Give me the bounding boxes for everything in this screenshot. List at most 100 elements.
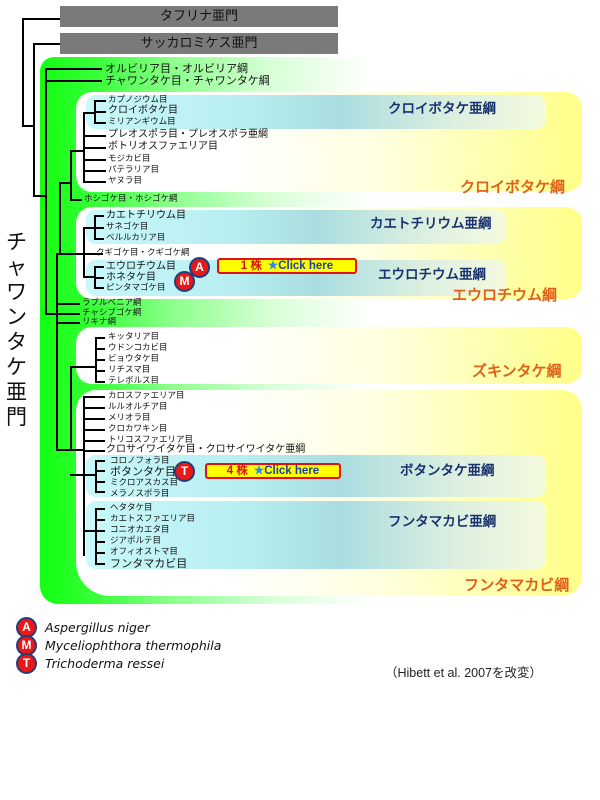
order-label: クロカワキン目 <box>108 424 168 434</box>
order-label: エウロチウム目 <box>106 261 176 272</box>
order-label: ホネタケ目 <box>106 272 156 283</box>
order-label: ボトリオスファエリア目 <box>108 141 218 152</box>
order-label: モジカビ目 <box>108 154 151 164</box>
tree-line <box>70 199 82 201</box>
legend-species: Trichoderma ressei <box>45 655 165 671</box>
phylum-char: ン <box>6 305 27 329</box>
outgroup-taphrinomycotina: タフリナ亜門 <box>60 6 338 27</box>
tree-line <box>83 227 85 277</box>
star-icon: ★ <box>253 465 265 477</box>
tree-line <box>95 348 105 350</box>
tree-line <box>94 215 104 217</box>
legend-species: Aspergillus niger <box>45 619 150 635</box>
order-label: ジアポルテ目 <box>110 536 162 546</box>
tree-line <box>95 381 105 383</box>
badge-myceliophthora: M <box>174 271 195 292</box>
tree-line <box>94 100 106 102</box>
phylum-label: チ ャ ワ ン タ ケ 亜 門 <box>6 230 27 430</box>
tree-line <box>94 238 104 240</box>
order-label: カエトスファエリア目 <box>110 514 196 524</box>
strain-count: 1 株 <box>240 260 262 272</box>
tree-line <box>83 135 106 137</box>
tree-line <box>83 181 106 183</box>
badge-aspergillus: A <box>189 257 210 278</box>
lecanoromycetes-label: チャシブゴケ綱 <box>82 308 142 318</box>
tree-line <box>95 508 97 564</box>
legend-item: M Myceliophthora thermophila <box>16 634 222 656</box>
order-label: コロノフォラ目 <box>110 456 170 466</box>
legend: A Aspergillus niger M Myceliophthora the… <box>16 616 222 674</box>
badge-trichoderma: T <box>174 461 195 482</box>
order-label: リチスマ目 <box>108 365 151 375</box>
tree-line <box>83 147 106 149</box>
star-icon: ★ <box>267 260 279 272</box>
tree-line <box>83 253 103 255</box>
tree-line <box>95 552 105 554</box>
tree-line <box>33 43 60 45</box>
dothideomycetidae-title: クロイボタケ亜綱 <box>388 101 496 117</box>
tree-line <box>83 112 95 114</box>
legend-species: Myceliophthora thermophila <box>45 637 222 653</box>
tree-line <box>83 227 95 229</box>
order-label: ヘタタケ目 <box>110 503 153 513</box>
sordariomycetes-click-here-link[interactable]: 4 株★Click here <box>205 463 341 479</box>
sordariomycetes-title: フンタマカビ綱 <box>464 576 570 594</box>
phylum-char: タ <box>6 330 27 354</box>
tree-line <box>83 530 96 532</box>
tree-line <box>95 481 105 483</box>
order-label: オフィオストマ目 <box>110 547 178 557</box>
phylum-char: 亜 <box>6 380 27 404</box>
order-label: ピンタマゴケ目 <box>106 283 166 293</box>
tree-line <box>56 253 84 255</box>
order-label: ミリアンギウム目 <box>108 117 176 127</box>
order-label: テレボルス目 <box>108 376 160 386</box>
order-label: ビョウタケ目 <box>108 354 160 364</box>
strain-count: 4 株 <box>226 465 248 477</box>
legend-item: A Aspergillus niger <box>16 616 221 638</box>
tree-line <box>22 18 60 20</box>
tree-line <box>95 370 105 372</box>
lecanoromycetes-order-label: クギゴケ目・クギゴケ綱 <box>96 248 190 258</box>
tree-line <box>70 366 96 368</box>
hypocreomycetidae-title: ボタンタケ亜綱 <box>400 463 495 479</box>
tree-line <box>94 227 104 229</box>
tree-line <box>56 449 70 451</box>
tree-line <box>94 287 104 289</box>
tree-line <box>70 150 72 200</box>
citation: （Hibett et al. 2007を改変） <box>385 666 543 680</box>
tree-line <box>83 396 105 398</box>
chaetothyriomycetidae-title: カエトチリウム亜綱 <box>370 216 492 232</box>
eurotiomycetes-click-here-link[interactable]: 1 株★Click here <box>217 258 357 274</box>
tree-line <box>94 277 104 279</box>
tree-line <box>56 303 80 305</box>
dothideomycetes-title: クロイボタケ綱 <box>460 178 566 196</box>
tree-line <box>83 170 106 172</box>
tree-line <box>33 195 47 197</box>
tree-line <box>83 276 95 278</box>
tree-line <box>83 396 85 556</box>
tree-line <box>83 407 105 409</box>
tree-line <box>70 366 72 450</box>
phylum-char: 門 <box>6 405 27 429</box>
order-label: パテラリア目 <box>108 165 160 175</box>
sordariomycetidae-box <box>86 501 546 569</box>
laboulbeniomycetes-label: ラブルベニア綱 <box>82 298 142 308</box>
order-label: ヤヌラ目 <box>108 176 143 186</box>
chaetothyriomycetidae-box <box>86 210 506 244</box>
order-label: クロサイワイタケ目・クロサイワイタケ亜綱 <box>106 444 306 455</box>
tree-line <box>83 418 105 420</box>
badge-m-icon: M <box>16 634 37 656</box>
order-label: コニオカエタ目 <box>110 525 170 535</box>
order-label: カロスファエリア目 <box>108 391 185 401</box>
order-label: ルルオルチア目 <box>108 402 168 412</box>
order-label: カプノジウム目 <box>108 95 168 105</box>
tree-line <box>83 159 106 161</box>
tree-line <box>83 429 105 431</box>
tree-line <box>95 541 105 543</box>
dothideomycetidae-box <box>86 95 546 129</box>
tree-line <box>95 460 105 462</box>
tree-line <box>22 125 34 127</box>
outgroup-saccharomycotina: サッカロミケス亜門 <box>60 33 338 54</box>
tree-line <box>94 122 106 124</box>
tree-line <box>59 182 61 254</box>
